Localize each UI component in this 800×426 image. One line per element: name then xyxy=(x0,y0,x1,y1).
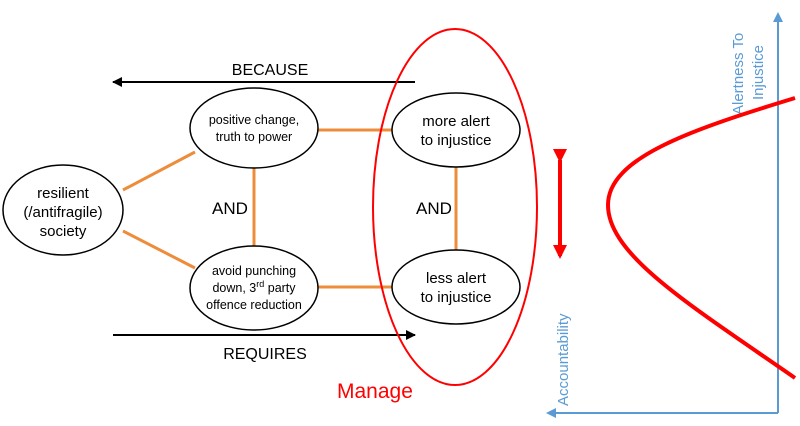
connectors xyxy=(122,128,458,289)
node-resilient-line-2: (/antifragile) xyxy=(23,204,102,221)
graph-curve xyxy=(605,96,797,380)
connector-resilient-positive xyxy=(122,150,196,192)
node-less-alert-line-1: less alert xyxy=(426,270,487,287)
connector-resilient-avoid xyxy=(122,229,196,270)
node-less-alert xyxy=(391,249,521,325)
requires-label: REQUIRES xyxy=(223,346,307,363)
node-more-alert xyxy=(391,92,521,168)
node-resilient-line-3: society xyxy=(40,223,87,240)
node-avoid-line-2: down, 3rd party xyxy=(212,279,296,295)
node-more-alert-line-2: to injustice xyxy=(421,132,492,149)
node-avoid-line-1: avoid punching xyxy=(212,264,296,278)
node-resilient-line-1: resilient xyxy=(37,185,90,202)
because-label: BECAUSE xyxy=(232,62,308,79)
y-axis-label-line-1: Alertness To xyxy=(730,33,747,115)
manage-ellipse xyxy=(372,28,538,386)
node-avoid-punching xyxy=(189,245,319,331)
node-positive-change xyxy=(189,87,319,169)
node-less-alert-line-2: to injustice xyxy=(421,289,492,306)
y-axis-label-line-2: Injustice xyxy=(750,45,767,100)
x-axis-label: Accountability xyxy=(555,313,572,406)
node-resilient xyxy=(2,164,124,256)
and-label-left: AND xyxy=(212,199,248,218)
node-positive-line-2: truth to power xyxy=(216,130,292,144)
and-label-right: AND xyxy=(416,199,452,218)
manage-label: Manage xyxy=(337,380,413,403)
node-avoid-line-3: offence reduction xyxy=(206,298,302,312)
node-more-alert-line-1: more alert xyxy=(422,113,490,130)
node-positive-line-1: positive change, xyxy=(209,113,299,127)
